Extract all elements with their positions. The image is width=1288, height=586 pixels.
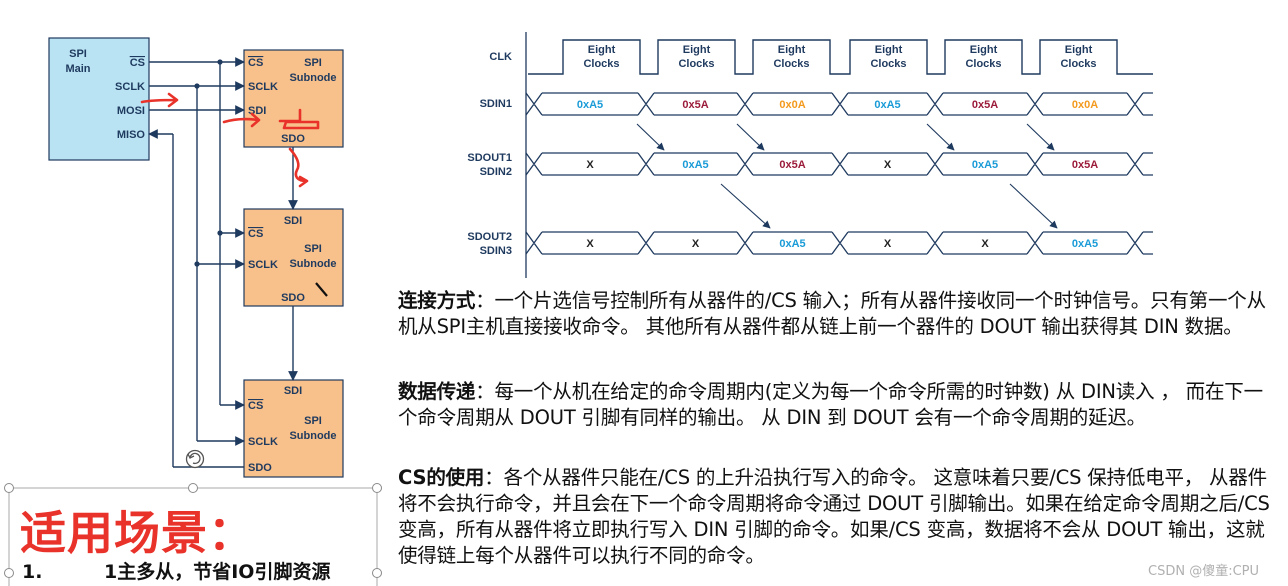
- sub3-label-2: Subnode: [289, 430, 336, 442]
- sub3-cs-pin: CS: [248, 400, 263, 412]
- sdout1-value-5: 0xA5: [972, 159, 998, 171]
- sdout1-value-2: 0xA5: [682, 159, 708, 171]
- sub1-sdi-pin: SDI: [248, 105, 266, 117]
- scene-item-number: 1.: [22, 561, 43, 583]
- sdout2-label-2: SDIN3: [480, 245, 512, 257]
- sdout2-bus-waveform: [525, 231, 1153, 255]
- clock-pulse-label-5: Eight: [970, 44, 998, 56]
- sdin1-value-3: 0x0A: [779, 99, 805, 111]
- sdout2-label-1: SDOUT2: [467, 231, 512, 243]
- red-annotations: [140, 92, 320, 188]
- main-cs-pin: CS: [130, 57, 145, 69]
- sdout1-value-4: X: [884, 159, 892, 171]
- sdout1-value-1: X: [586, 159, 594, 171]
- p1-heading: 连接方式: [398, 289, 476, 312]
- paragraph-cs-usage: CS的使用：各个从器件只能在/CS 的上升沿执行写入的命令。 这意味着只要/CS…: [398, 465, 1278, 569]
- sdout2-value-2: X: [692, 238, 700, 250]
- sub2-label-2: Subnode: [289, 258, 336, 270]
- clock-pulse-label-1-line2: Clocks: [583, 58, 619, 70]
- watermark: CSDN @傻童:CPU: [1148, 564, 1260, 579]
- rotate-handle-icon[interactable]: [185, 449, 205, 469]
- main-label-1: SPI: [69, 48, 87, 60]
- sub3-sdi-pin: SDI: [284, 385, 302, 397]
- clock-pulse-label-4: Eight: [875, 44, 903, 56]
- sdout1-value-6: 0x5A: [1072, 159, 1098, 171]
- timing-diagram: CLK SDIN1 SDOUT1 SDIN2 SDOUT2 SDIN3 Eigh…: [467, 32, 1153, 278]
- main-miso-pin: MISO: [117, 129, 146, 141]
- p2-body: ：每一个从机在给定的命令周期内(定义为每一个命令所需的时钟数) 从 DIN读入 …: [398, 380, 1263, 429]
- clk-waveform: [528, 39, 1153, 75]
- sub2-cs-pin: CS: [248, 228, 263, 240]
- pen-mark: [315, 282, 328, 297]
- scene-item: 1. 1主多从，节省IO引脚资源: [22, 557, 330, 584]
- clock-pulse-label-1: Eight: [588, 44, 616, 56]
- paragraph-connection: 连接方式：一个片选信号控制所有从器件的/CS 输入；所有从器件接收同一个时钟信号…: [398, 288, 1278, 340]
- sub1-sdo-pin: SDO: [281, 133, 305, 145]
- clock-pulse-label-2: Eight: [683, 44, 711, 56]
- sdout1-bus-waveform: [525, 152, 1153, 176]
- scene-title[interactable]: 适用场景：: [20, 506, 255, 560]
- sdin1-value-1: 0xA5: [577, 99, 603, 111]
- subnode1-box: [243, 49, 344, 148]
- p2-heading: 数据传递: [398, 380, 476, 403]
- sdout1-label-2: SDIN2: [480, 166, 512, 178]
- clk-label: CLK: [489, 51, 512, 63]
- bus-rows: 0xA5 0x5A 0x0A 0xA5 0x5A 0x0A X 0xA5 0x5A X 0xA5 0x…: [525, 92, 1153, 255]
- p3-body: ：各个从器件只能在/CS 的上升沿执行写入的命令。 这意味着只要/CS 保持低电…: [398, 466, 1270, 567]
- main-label-2: Main: [65, 63, 90, 75]
- subnode3-box: [243, 379, 344, 478]
- sub2-sdo-pin: SDO: [281, 292, 305, 304]
- junction-dots: [194, 59, 223, 267]
- scene-item-text: 1主多从，节省IO引脚资源: [104, 561, 331, 583]
- p3-heading: CS的使用: [398, 466, 485, 489]
- data-flow-arrows: [636, 123, 1058, 229]
- clock-pulse-label-4-line2: Clocks: [870, 58, 906, 70]
- clock-pulse-label-2-line2: Clocks: [678, 58, 714, 70]
- sub1-label-2: Subnode: [289, 72, 336, 84]
- spi-main-box: [48, 37, 150, 161]
- selection-frame[interactable]: [4, 483, 382, 586]
- sdin1-value-6: 0x0A: [1072, 99, 1098, 111]
- sub2-sdi-pin: SDI: [284, 215, 302, 227]
- sdout2-value-1: X: [586, 238, 594, 250]
- sdout1-value-3: 0x5A: [779, 159, 805, 171]
- sdout2-value-6: 0xA5: [1072, 238, 1098, 250]
- clock-pulse-label-5-line2: Clocks: [965, 58, 1001, 70]
- sdin1-label: SDIN1: [480, 98, 512, 110]
- sdin1-value-2: 0x5A: [682, 99, 708, 111]
- sub3-sdo-pin: SDO: [248, 462, 272, 474]
- sub2-sclk-pin: SCLK: [248, 259, 278, 271]
- sub1-sclk-pin: SCLK: [248, 81, 278, 93]
- sub3-label-1: SPI: [304, 415, 322, 427]
- clock-pulse-label-6: Eight: [1065, 44, 1093, 56]
- sdout2-value-4: X: [884, 238, 892, 250]
- main-mosi-pin: MOSI: [117, 105, 145, 117]
- main-sclk-pin: SCLK: [115, 81, 145, 93]
- paragraph-data-transfer: 数据传递：每一个从机在给定的命令周期内(定义为每一个命令所需的时钟数) 从 DI…: [398, 379, 1278, 431]
- sdout2-value-5: X: [981, 238, 989, 250]
- sub1-cs-pin: CS: [248, 57, 263, 69]
- sdin1-value-5: 0x5A: [972, 99, 998, 111]
- clock-pulse-label-3-line2: Clocks: [773, 58, 809, 70]
- clock-pulse-label-6-line2: Clocks: [1060, 58, 1096, 70]
- sdout2-value-3: 0xA5: [779, 238, 805, 250]
- sub2-label-1: SPI: [304, 243, 322, 255]
- clock-pulse-label-3: Eight: [778, 44, 806, 56]
- sub1-label-1: SPI: [304, 57, 322, 69]
- sub3-sclk-pin: SCLK: [248, 436, 278, 448]
- p1-body: ：一个片选信号控制所有从器件的/CS 输入；所有从器件接收同一个时钟信号。只有第…: [398, 289, 1266, 338]
- sdout1-label-1: SDOUT1: [467, 152, 512, 164]
- sdin1-value-4: 0xA5: [874, 99, 900, 111]
- sdin1-bus-waveform: [525, 92, 1153, 116]
